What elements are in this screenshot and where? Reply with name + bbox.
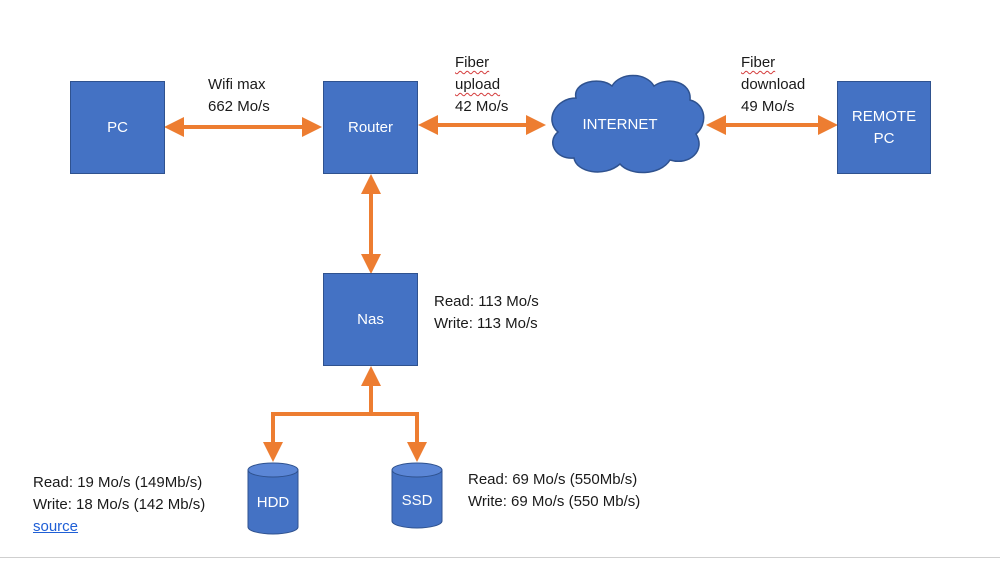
upload-line1-text: Fiber: [455, 54, 490, 71]
hdd-cylinder-icon: [247, 462, 299, 535]
ssd-stats: Read: 69 Mo/s (550Mb/s) Write: 69 Mo/s (…: [468, 469, 640, 513]
remote-pc-label-line1: REMOTE: [851, 107, 917, 125]
download-line3: 49 Mo/s: [741, 98, 795, 115]
upload-line1: Fiber: [455, 52, 508, 74]
wifi-speed-label: Wifi max 662 Mo/s: [208, 74, 270, 118]
wifi-line1: Wifi max: [208, 76, 266, 93]
nas-read: Read: 113 Mo/s: [434, 293, 539, 310]
hdd-read: Read: 19 Mo/s (149Mb/s): [33, 474, 203, 491]
internet-label: INTERNET: [582, 116, 658, 133]
download-line2: download: [741, 76, 806, 93]
nas-stats: Read: 113 Mo/s Write: 113 Mo/s: [434, 291, 539, 335]
upload-line2: upload: [455, 74, 508, 96]
upload-line3: 42 Mo/s: [455, 98, 509, 115]
hdd-write: Write: 18 Mo/s (142 Mb/s): [33, 496, 206, 513]
ssd-cylinder-icon: [391, 462, 443, 529]
download-line1: Fiber: [741, 52, 805, 74]
pc-node: PC: [70, 81, 165, 174]
fiber-upload-label: Fiber upload 42 Mo/s: [455, 52, 508, 118]
hdd-label: HDD: [256, 494, 290, 511]
hdd-source-link[interactable]: source: [33, 518, 79, 535]
pc-label: PC: [107, 118, 128, 136]
fiber-download-label: Fiber download 49 Mo/s: [741, 52, 805, 118]
download-line1-text: Fiber: [741, 54, 776, 71]
ssd-write: Write: 69 Mo/s (550 Mb/s): [468, 493, 641, 510]
wifi-line2: 662 Mo/s: [208, 98, 270, 115]
router-label: Router: [347, 118, 394, 136]
nas-node: Nas: [323, 273, 418, 366]
router-node: Router: [323, 81, 418, 174]
nas-write: Write: 113 Mo/s: [434, 315, 538, 332]
remote-pc-node: REMOTE PC: [837, 81, 931, 174]
bottom-divider: [0, 557, 1000, 558]
nas-label: Nas: [357, 310, 384, 328]
upload-line2-text: upload: [455, 76, 501, 93]
internet-cloud-icon: [551, 74, 705, 174]
ssd-label: SSD: [401, 492, 433, 509]
remote-pc-label-line2: PC: [873, 129, 895, 147]
hdd-stats: Read: 19 Mo/s (149Mb/s) Write: 18 Mo/s (…: [33, 472, 205, 516]
ssd-read: Read: 69 Mo/s (550Mb/s): [468, 471, 638, 488]
